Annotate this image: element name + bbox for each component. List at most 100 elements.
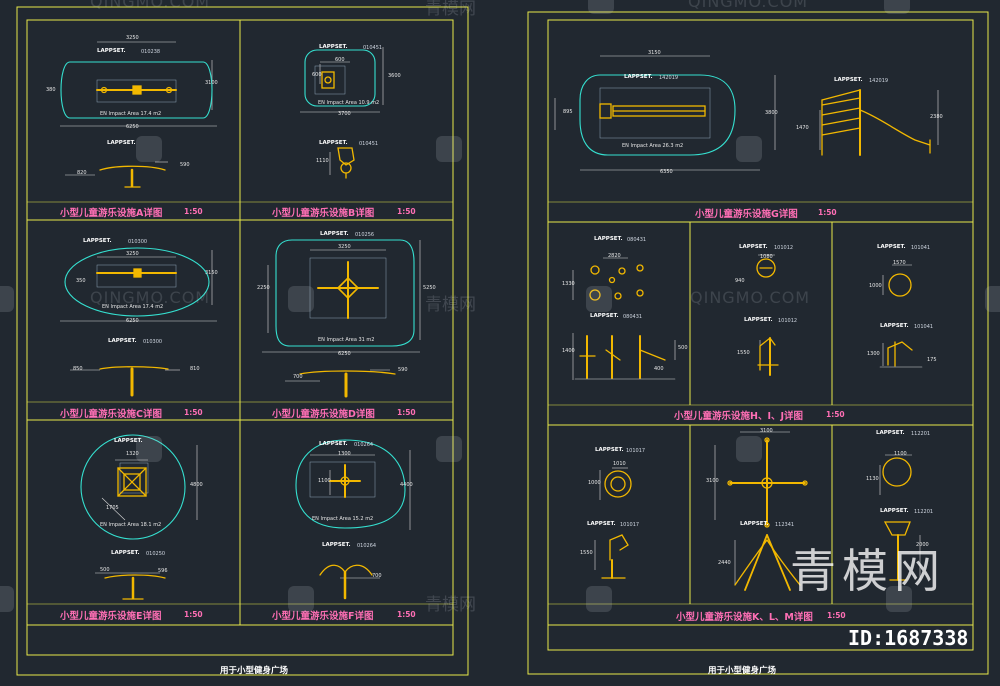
watermark-logo (884, 0, 910, 14)
watermark-latin: QINGMO.COM (90, 288, 211, 307)
panel-m-dim: 2000 (916, 542, 929, 548)
panel-i-dim: 1550 (737, 350, 750, 356)
panel-a-dim: 3250 (126, 35, 139, 41)
panel-e-title: 小型儿童游乐设施E详图 (60, 611, 162, 622)
panel-d-title: 小型儿童游乐设施D详图 (272, 409, 375, 420)
panel-j-dim: 175 (927, 357, 937, 363)
panel-j-plan-brand: LAPPSET. (877, 244, 906, 250)
watermark-logo (288, 586, 314, 612)
panel-d-dim: 700 (293, 374, 303, 380)
panel-g-dim: 6350 (660, 169, 673, 175)
panel-m-elev-code: 112201 (914, 509, 934, 515)
panel-l-dim: 3100 (760, 428, 773, 434)
panel-e-dim: 596 (158, 568, 168, 574)
watermark-logo (736, 436, 762, 462)
panel-e-dim: 1705 (106, 505, 119, 511)
panel-b-dim: 600 (312, 72, 322, 78)
panel-a-dim: 820 (77, 170, 87, 176)
panel-b-dim: 3700 (338, 111, 351, 117)
panel-g-dim: 2380 (930, 114, 943, 120)
panel-i-elev-code: 101012 (778, 318, 798, 324)
panel-g-plan-code: 142019 (659, 75, 679, 81)
panel-c-dim: 6250 (126, 318, 139, 324)
panel-b-scale: 1:50 (397, 207, 416, 216)
panel-g-dim: 895 (563, 109, 573, 115)
panel-b-dim: 600 (335, 57, 345, 63)
panel-g-elev-code: 142019 (869, 78, 889, 84)
panel-k-elev-code: 101017 (620, 522, 640, 528)
panel-klm-scale: 1:50 (827, 611, 846, 620)
watermark-logo (886, 586, 912, 612)
left-sheet-frame (16, 6, 469, 676)
panel-b-dim: 3600 (388, 73, 401, 79)
panel-a-plan-code: 010238 (141, 49, 161, 55)
panel-j-dim: 1570 (893, 260, 906, 266)
panel-d-dim: 3250 (338, 244, 351, 250)
panel-f-title: 小型儿童游乐设施F详图 (272, 611, 374, 622)
watermark-chinese: 青模网 (425, 595, 476, 615)
panel-f-plan-brand: LAPPSET. (319, 441, 348, 447)
panel-f-dim: 700 (372, 573, 382, 579)
panel-e-elev-brand: LAPPSET. (111, 550, 140, 556)
panel-k-dim: 1010 (613, 461, 626, 467)
watermark-logo (586, 286, 612, 312)
panel-a-dim: 380 (46, 87, 56, 93)
panel-k-dim: 1000 (588, 480, 601, 486)
panel-e-scale: 1:50 (184, 610, 203, 619)
watermark-logo (586, 586, 612, 612)
panel-e-dim: 4800 (190, 482, 203, 488)
panel-c-dim: 850 (73, 366, 83, 372)
panel-g-impact-area: EN Impact Area 26.3 m2 (622, 143, 684, 149)
panel-d-dim: 6250 (338, 351, 351, 357)
panel-d-scale: 1:50 (397, 408, 416, 417)
panel-h-plan-code: 080431 (627, 237, 647, 243)
panel-a-elev-brand: LAPPSET. (107, 140, 136, 146)
panel-j-dim: 1300 (867, 351, 880, 357)
panel-c-elev-code: 010300 (143, 339, 163, 345)
panel-k-plan-code: 101017 (626, 448, 646, 454)
right-sheet-frame (527, 11, 989, 675)
watermark-logo (136, 136, 162, 162)
panel-f-dim: 1300 (338, 451, 351, 457)
panel-klm-title: 小型儿童游乐设施K、L、M详图 (676, 612, 813, 623)
panel-hij-title: 小型儿童游乐设施H、I、J详图 (674, 411, 804, 422)
panel-hij-scale: 1:50 (826, 410, 845, 419)
panel-c-dim: 3150 (205, 270, 218, 276)
panel-i-dim: 1080 (760, 254, 773, 260)
watermark-logo (0, 286, 14, 312)
panel-a-dim: 6250 (126, 124, 139, 130)
panel-b-elev-code: 010451 (359, 141, 379, 147)
panel-h-elev-code: 080431 (623, 314, 643, 320)
panel-m-elev-brand: LAPPSET. (880, 508, 909, 514)
watermark-chinese: 青模网 (425, 295, 476, 315)
panel-l-dim: 3100 (706, 478, 719, 484)
panel-h-dim: 500 (678, 345, 688, 351)
panel-b-plan-code: 010451 (363, 45, 383, 51)
panel-h-plan-brand: LAPPSET. (594, 236, 623, 242)
panel-j-plan-code: 101041 (911, 245, 931, 251)
panel-h-dim: 2820 (608, 253, 621, 259)
panel-e-dim: 1320 (126, 451, 139, 457)
panel-d-plan-brand: LAPPSET. (320, 231, 349, 237)
panel-h-elev-brand: LAPPSET. (590, 313, 619, 319)
panel-m-dim: 1130 (866, 476, 879, 482)
watermark-logo (736, 136, 762, 162)
watermark-latin: QINGMO.COM (690, 288, 811, 307)
panel-k-plan-brand: LAPPSET. (595, 447, 624, 453)
panel-j-dim: 1000 (869, 283, 882, 289)
panel-i-dim: 940 (735, 278, 745, 284)
panel-d-dim: 590 (398, 367, 408, 373)
panel-i-elev-brand: LAPPSET. (744, 317, 773, 323)
panel-g-dim: 3150 (648, 50, 661, 56)
panel-a-dim: 3100 (205, 80, 218, 86)
watermark-latin: QINGMO.COM (688, 0, 809, 11)
panel-e-elev-code: 010250 (146, 551, 166, 557)
panel-m-dim: 1100 (894, 451, 907, 457)
panel-l-dim: 2440 (718, 560, 731, 566)
panel-d-impact-area: EN Impact Area 31 m2 (318, 337, 375, 343)
panel-g-plan-brand: LAPPSET. (624, 74, 653, 80)
panel-k-elev-brand: LAPPSET. (587, 521, 616, 527)
watermark-chinese: 青模网 (425, 0, 476, 19)
panel-c-dim: 810 (190, 366, 200, 372)
panel-m-plan-code: 112201 (911, 431, 931, 437)
